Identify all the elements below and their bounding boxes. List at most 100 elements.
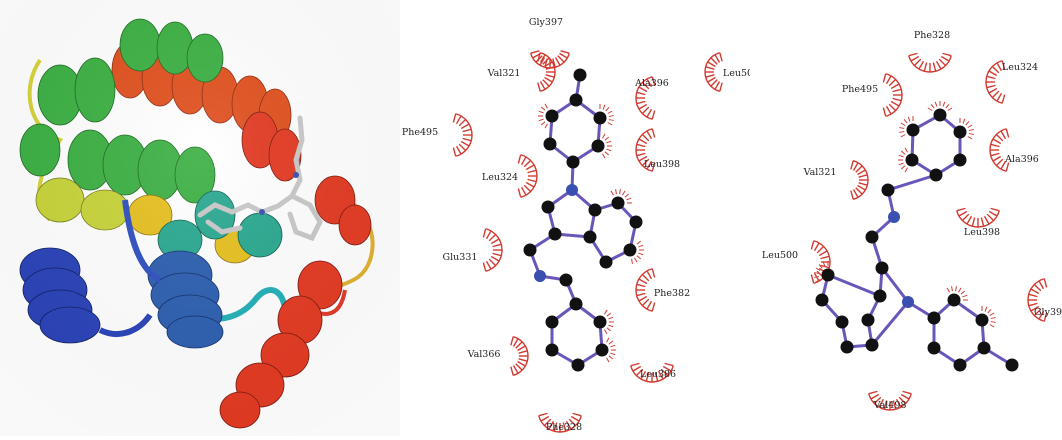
ligand-atoms [814, 101, 1019, 372]
residue-arc-tick [1030, 305, 1040, 312]
residue-arc-tick [646, 78, 653, 88]
carbon-atom [543, 137, 557, 151]
residue-arc-tick [638, 86, 648, 93]
carbon-atom [545, 109, 559, 123]
residue-label: Gly39 [1034, 307, 1062, 318]
residue-arc-tick [890, 83, 900, 90]
residue-arc-tick [1028, 302, 1038, 307]
carbon-atom [905, 153, 919, 167]
atom-contact-tick [626, 197, 632, 201]
atom-contact-tick [607, 122, 613, 126]
residue-label: Phe328 [546, 422, 582, 433]
residue-arc-tick [635, 368, 644, 377]
atom-contact-tick [965, 120, 970, 126]
residue-arc-tick [651, 302, 656, 312]
residue-arc-tick [651, 128, 656, 138]
residue-arc-tick [935, 60, 942, 70]
residue-arc-tick [570, 415, 580, 422]
residue-arc-tick [883, 400, 888, 410]
residue-arc-tick [646, 108, 653, 118]
residue-labels: Gly397 Val321 Ala396 Leu50 Phe495 Leu398… [402, 17, 753, 433]
residue-arc-tick [485, 260, 492, 270]
atom-contact-tick [900, 165, 906, 170]
atom-contact-tick [608, 115, 614, 117]
residue-label: Val321 [803, 167, 837, 178]
ligand-atoms [523, 68, 644, 372]
atom-contact-tick [960, 290, 966, 295]
residue-arc-tick [636, 143, 646, 148]
residue-arc-tick [991, 90, 1000, 99]
ligand-bond [887, 173, 937, 192]
atom-contact-tick [538, 118, 544, 122]
carbon-atom [933, 108, 947, 122]
residue-arc-tick [539, 57, 546, 66]
residue-arc-tick [888, 78, 897, 87]
residue-arc-tick [646, 270, 653, 280]
residue-arc-tick [636, 292, 646, 297]
residue-arc-tick [1038, 280, 1045, 290]
residue-arc-tick [900, 393, 910, 400]
residue-arc-tick [492, 243, 502, 248]
atom-contact-tick [904, 147, 908, 153]
residue-arc-tick [971, 217, 976, 227]
residue-arc-tick [545, 74, 555, 78]
atom-contact-tick [540, 121, 546, 126]
residue-arc-tick [1033, 308, 1042, 317]
residue-arc-tick [523, 184, 532, 193]
carbon-atom [975, 313, 989, 327]
atom-contact-tick [968, 129, 974, 131]
residue-arc-tick [646, 130, 653, 140]
carbon-atom [873, 289, 887, 303]
residue-arc-tick [512, 365, 519, 374]
residue-label: Val498 [873, 400, 907, 411]
atom-contact-tick [604, 309, 608, 315]
residue-arc-tick [882, 73, 887, 83]
carbon-atom [583, 230, 597, 244]
carbon-atom [545, 343, 559, 357]
residue-arc-tick [543, 418, 552, 427]
atom-contact-tick [606, 140, 612, 144]
nitrogen-atom [888, 211, 900, 223]
carbon-atom [623, 243, 637, 257]
residue-arc-tick [1000, 160, 1007, 170]
residue-arc-tick [525, 181, 535, 188]
residue-arc-tick [986, 84, 996, 89]
atom-contact-tick [947, 107, 953, 111]
residue-arc-tick [1030, 288, 1040, 295]
atom-contact-tick [946, 287, 950, 293]
carbon-atom [953, 358, 967, 372]
residue-arc-tick [638, 155, 648, 162]
carbon-atom [569, 93, 583, 107]
atom-contact-tick [606, 337, 610, 343]
residue-label: Phe495 [842, 84, 878, 95]
carbon-atom [865, 230, 879, 244]
residue-arc-tick [568, 418, 577, 427]
ribbon-drawing [0, 0, 400, 436]
residue-arc-tick [630, 362, 640, 367]
carbon-atom [599, 255, 613, 269]
carbon-atom [835, 315, 849, 329]
nitrogen-atom [566, 184, 578, 196]
carbon-atom [953, 125, 967, 139]
interaction-diagram-left-svg: Gly397 Val321 Ala396 Leu50 Phe495 Leu398… [402, 17, 753, 433]
residue-arc-tick [515, 341, 523, 349]
residue-arc-tick [557, 55, 565, 63]
atom-contact-tick [606, 357, 610, 363]
residue-arc-tick [990, 207, 1000, 212]
carbon-atom [548, 227, 562, 241]
residue-label: Gly397 [529, 17, 563, 28]
residue-arc-tick [1043, 278, 1048, 288]
residue-arc-tick [636, 283, 646, 288]
residue-arc-tick [485, 230, 492, 240]
carbon-atom [881, 183, 895, 197]
atom-contact-tick [903, 118, 908, 124]
residue-arc-tick [958, 210, 968, 217]
carbon-atom [559, 273, 573, 287]
atom-contact-tick [610, 344, 616, 348]
residue-arc-tick [530, 50, 540, 54]
ligand-bond [827, 273, 881, 298]
residue-arc-tick [816, 245, 825, 254]
atom-contact-tick [606, 312, 612, 317]
residue-arc-tick [898, 396, 907, 405]
residue-arc-tick [462, 128, 472, 133]
